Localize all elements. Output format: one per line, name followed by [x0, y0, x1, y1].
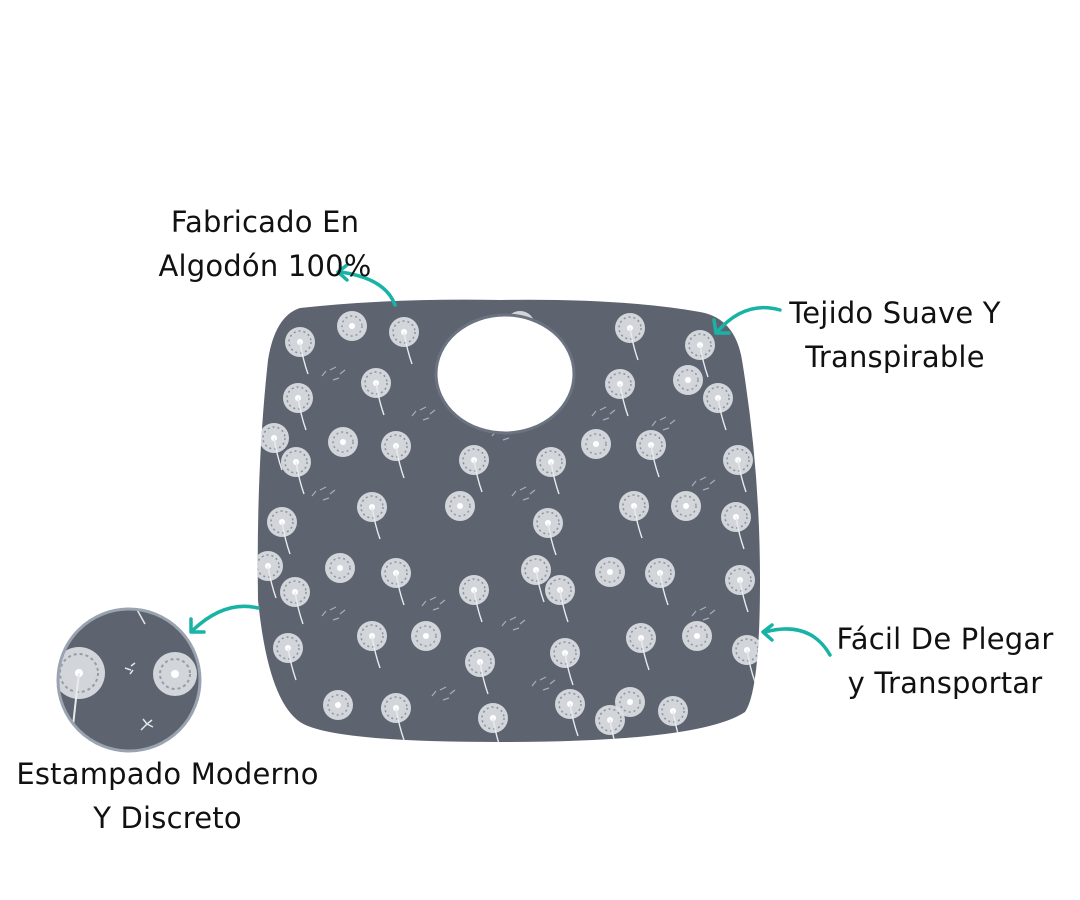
feature-label-fold: Fácil De Plegar y Transportar — [815, 617, 1075, 705]
feature-cotton-line2: Algodón 100% — [158, 249, 372, 283]
fabric-detail-swatch — [56, 607, 202, 753]
feature-label-soft: Tejido Suave Y Transpirable — [770, 291, 1020, 379]
neck-opening — [434, 313, 576, 435]
feature-label-print: Estampado Moderno Y Discreto — [0, 752, 335, 840]
feature-soft-line2: Transpirable — [805, 340, 985, 374]
feature-fold-line2: y Transportar — [847, 666, 1043, 700]
feature-print-line2: Y Discreto — [93, 801, 242, 835]
feature-soft-line1: Tejido Suave Y — [789, 296, 1001, 330]
feature-label-cotton: Fabricado En Algodón 100% — [100, 200, 430, 288]
feature-fold-line1: Fácil De Plegar — [836, 622, 1054, 656]
feature-cotton-line1: Fabricado En — [170, 205, 360, 239]
feature-print-line1: Estampado Moderno — [16, 757, 319, 791]
